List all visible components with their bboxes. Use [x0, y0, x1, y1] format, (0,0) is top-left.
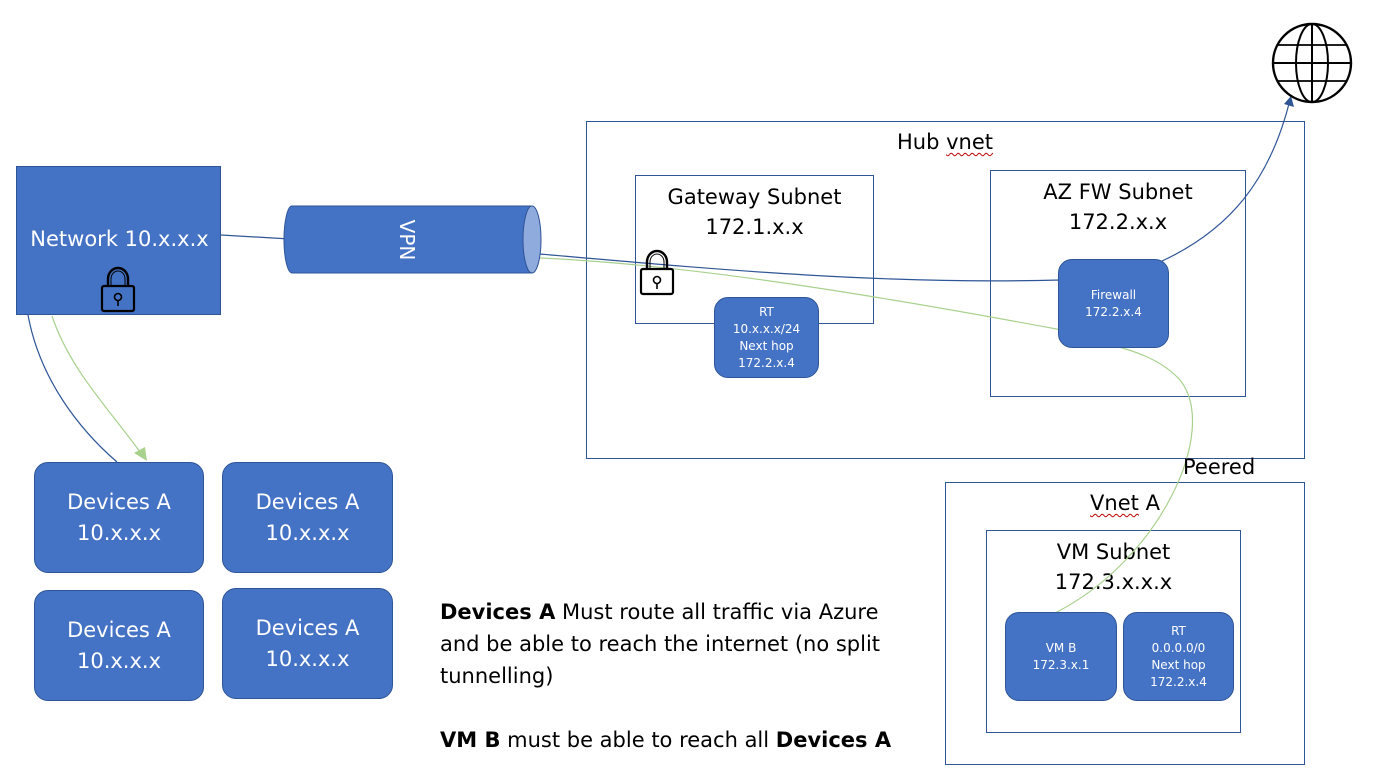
- devices-a-4: Devices A 10.x.x.x: [222, 588, 393, 699]
- devices-a-ip: 10.x.x.x: [76, 648, 162, 673]
- on-prem-network: Network 10.x.x.x: [16, 166, 221, 315]
- vpn-cylinder-end: [522, 205, 542, 274]
- note-vm-b: VM B: [440, 728, 501, 752]
- firewall-name: Firewall: [1090, 287, 1137, 302]
- gateway-rt-prefix: 10.x.x.x/24: [732, 321, 801, 336]
- fw-subnet-name: AZ FW Subnet: [1043, 180, 1193, 204]
- internet-arrowhead: [1284, 96, 1294, 107]
- note-line-3: tunnelling): [440, 664, 554, 688]
- devices-a-name: Devices A: [255, 615, 360, 640]
- note-line-1-rest: Must route all traffic via Azure: [555, 600, 879, 624]
- devices-a-name: Devices A: [67, 489, 171, 514]
- gateway-subnet-range: 172.1.x.x: [705, 215, 804, 240]
- blue-path-firewall-to-internet: [1159, 99, 1291, 263]
- firewall: Firewall 172.2.x.4: [1058, 259, 1169, 348]
- vm-subnet-range: 172.3.x.x.x: [1054, 570, 1173, 595]
- note-line-4-mid: must be able to reach all: [500, 728, 776, 752]
- vnet-a-rt-title: RT: [1171, 623, 1186, 638]
- vpn-cylinder-body: [283, 205, 533, 274]
- vnet-a-rt-prefix: 0.0.0.0/0: [1151, 640, 1206, 655]
- vm-b: VM B 172.3.x.1: [1005, 612, 1117, 701]
- hub-vnet-title: Hub vnet: [880, 129, 1010, 156]
- devices-a-ip: 10.x.x.x: [265, 520, 350, 545]
- green-path-firewall-to-vpn: [539, 257, 1063, 331]
- blue-path-network-to-devices: [27, 314, 118, 463]
- devices-a-3: Devices A 10.x.x.x: [34, 590, 204, 701]
- devices-a-ip: 10.x.x.x: [265, 646, 350, 671]
- green-path-network-to-devices: [51, 315, 141, 453]
- note-line-2: and be able to reach the internet (no sp…: [440, 632, 881, 656]
- devices-a-2: Devices A 10.x.x.x: [222, 462, 393, 573]
- note-line-1: Devices A Must route all traffic via Azu…: [440, 596, 910, 628]
- devices-a-ip: 10.x.x.x: [76, 520, 162, 545]
- on-prem-network-label: Network 10.x.x.x: [30, 227, 209, 251]
- fw-subnet-range: 172.2.x.x: [1068, 210, 1168, 235]
- vnet-a-rt-nexthop: 172.2.x.4: [1150, 674, 1207, 689]
- green-arrowhead: [134, 447, 147, 461]
- gateway-subnet-name: Gateway Subnet: [667, 185, 842, 209]
- gateway-rt-nexthop-label: Next hop: [739, 338, 794, 353]
- note-devices-a-2: Devices A: [775, 728, 892, 752]
- vnet-a-title: Vnet A: [1060, 490, 1190, 517]
- peered-label: Peered: [1183, 455, 1256, 479]
- note-line-4: VM B must be able to reach all Devices A: [440, 724, 910, 756]
- vm-subnet-name: VM Subnet: [1056, 540, 1171, 564]
- firewall-ip: 172.2.x.4: [1085, 304, 1142, 319]
- vm-b-ip: 172.3.x.1: [1032, 657, 1090, 672]
- gateway-rt-nexthop: 172.2.x.4: [738, 355, 795, 370]
- note-devices-a: Devices A: [440, 600, 556, 624]
- blue-path-network-to-vpn: [220, 234, 291, 240]
- blue-path-vpn-to-firewall: [539, 253, 1061, 282]
- gateway-route-table: RT 10.x.x.x/24 Next hop 172.2.x.4: [714, 297, 819, 378]
- green-path-vmb-to-firewall: [1054, 345, 1194, 614]
- vm-b-name: VM B: [1045, 640, 1077, 655]
- fw-subnet: AZ FW Subnet 172.2.x.x: [990, 170, 1246, 397]
- hub-vnet-title-rest: vnet: [946, 130, 994, 154]
- devices-a-1: Devices A 10.x.x.x: [34, 462, 204, 573]
- vnet-a-route-table: RT 0.0.0.0/0 Next hop 172.2.x.4: [1123, 612, 1234, 701]
- devices-a-name: Devices A: [67, 617, 171, 642]
- requirements-note: Devices A Must route all traffic via Azu…: [440, 596, 910, 756]
- devices-a-name: Devices A: [255, 489, 360, 514]
- vnet-a-rt-nexthop-label: Next hop: [1151, 657, 1206, 672]
- lock-icon: [639, 249, 675, 296]
- vnet-a-title-word: Vnet: [1090, 491, 1139, 515]
- gateway-rt-title: RT: [759, 304, 774, 319]
- hub-vnet-title-word: Hub: [896, 130, 940, 154]
- lock-icon: [100, 266, 136, 313]
- globe-icon: [1271, 22, 1353, 104]
- vnet-a-title-rest: A: [1145, 491, 1160, 515]
